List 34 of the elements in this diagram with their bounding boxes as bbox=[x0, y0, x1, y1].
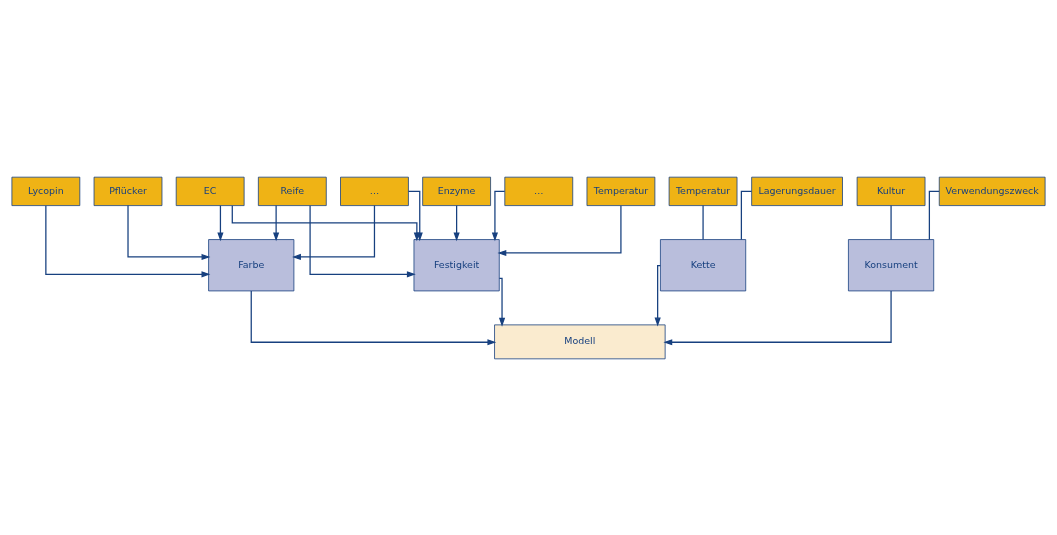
connector bbox=[890, 204, 892, 240]
node-box: Kultur bbox=[856, 176, 926, 206]
arrow bbox=[45, 204, 211, 277]
arrow bbox=[453, 204, 460, 241]
node-box: Reife bbox=[257, 176, 327, 206]
node-box: Modell bbox=[494, 323, 666, 359]
node-box: Temperatur bbox=[586, 176, 656, 206]
connector bbox=[702, 204, 704, 240]
arrow bbox=[498, 277, 506, 327]
node-box: Lycopin bbox=[11, 176, 81, 206]
connector bbox=[928, 190, 940, 240]
node-box: Konsument bbox=[848, 238, 935, 291]
arrow bbox=[273, 204, 280, 241]
arrow bbox=[250, 289, 497, 345]
connector bbox=[740, 190, 753, 240]
arrow bbox=[292, 204, 376, 260]
node-box: … bbox=[504, 176, 574, 206]
node-box: Verwendungszweck bbox=[938, 176, 1046, 206]
arrow bbox=[127, 204, 211, 260]
node-box: Festigkeit bbox=[413, 238, 500, 291]
arrow bbox=[654, 264, 661, 326]
arrow bbox=[309, 204, 416, 277]
arrow bbox=[497, 204, 622, 256]
node-box: EC bbox=[175, 176, 245, 206]
node-box: … bbox=[340, 176, 409, 206]
node-box: Kette bbox=[660, 238, 747, 291]
node-box: Enzyme bbox=[422, 176, 491, 206]
node-box: Lagerungsdauer bbox=[751, 176, 843, 206]
arrow bbox=[663, 289, 892, 345]
arrow bbox=[491, 190, 506, 241]
node-box: Temperatur bbox=[668, 176, 738, 206]
node-box: Farbe bbox=[208, 238, 295, 291]
arrow bbox=[217, 204, 224, 241]
node-box: Pflücker bbox=[93, 176, 163, 206]
